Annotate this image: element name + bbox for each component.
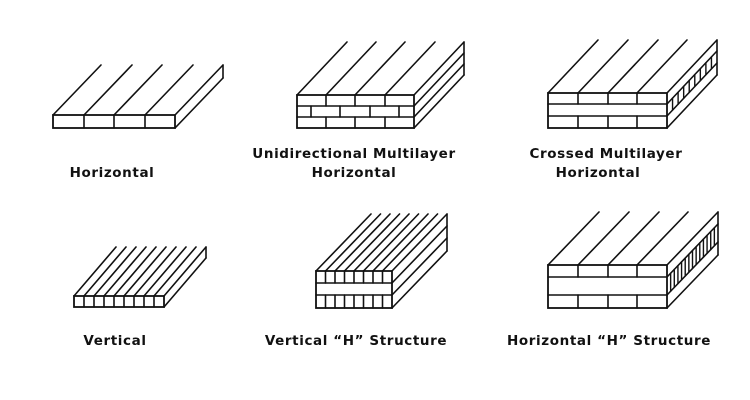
board-front-face xyxy=(73,295,165,308)
unidirectional-multilayer-board-drawing xyxy=(296,41,465,129)
top-grain-line xyxy=(547,211,600,266)
top-grain-line xyxy=(666,211,719,266)
side-edge xyxy=(666,74,718,129)
horizontal-h-structure-board-drawing xyxy=(547,211,719,309)
side-layer-line xyxy=(666,50,718,105)
caption-vertical: Vertical xyxy=(83,333,146,349)
top-grain-line xyxy=(103,246,147,297)
top-grain-line xyxy=(547,39,599,94)
side-edge xyxy=(666,254,719,309)
top-grain-line xyxy=(143,246,187,297)
top-grain-line xyxy=(343,213,401,272)
side-layer-line xyxy=(413,52,465,107)
top-grain-line xyxy=(353,213,410,272)
top-grain-line xyxy=(52,64,102,116)
top-grain-line xyxy=(123,246,167,297)
top-grain-line xyxy=(334,213,391,272)
side-layer-line xyxy=(391,237,448,296)
top-grain-line xyxy=(296,41,348,96)
top-grain-line xyxy=(113,246,157,297)
top-grain-line xyxy=(607,211,660,266)
top-grain-line xyxy=(83,246,127,297)
top-grain-line xyxy=(413,41,465,96)
top-grain-line xyxy=(577,211,630,266)
side-layer-line xyxy=(391,225,448,284)
vertical-h-structure-board-drawing xyxy=(315,213,448,309)
top-grain-line xyxy=(391,213,448,272)
top-grain-line xyxy=(174,64,224,116)
caption-horizontal-h-structure: Horizontal “H” Structure xyxy=(507,333,711,349)
top-grain-line xyxy=(372,213,429,272)
caption-horizontal: Horizontal xyxy=(70,165,155,181)
side-edge xyxy=(391,250,448,309)
top-grain-line xyxy=(362,213,420,272)
top-grain-line xyxy=(354,41,406,96)
top-grain-line xyxy=(163,246,207,297)
top-grain-line xyxy=(636,39,688,94)
caption-vertical-h-structure: Vertical “H” Structure xyxy=(265,333,447,349)
top-grain-line xyxy=(325,41,377,96)
top-grain-line xyxy=(381,213,439,272)
top-grain-line xyxy=(133,246,177,297)
side-edge xyxy=(163,257,207,308)
caption-unidirectional-multilayer-line2: Horizontal xyxy=(312,165,397,181)
top-grain-line xyxy=(577,39,629,94)
top-grain-line xyxy=(73,246,117,297)
crossed-multilayer-board-drawing xyxy=(547,39,718,129)
top-grain-line xyxy=(113,64,163,116)
top-grain-line xyxy=(315,213,372,272)
top-grain-line xyxy=(666,39,718,94)
top-grain-line xyxy=(144,64,194,116)
top-grain-line xyxy=(607,39,659,94)
side-layer-line xyxy=(413,63,465,118)
top-grain-line xyxy=(153,246,197,297)
top-grain-line xyxy=(83,64,133,116)
top-grain-line xyxy=(93,246,137,297)
side-edge xyxy=(174,77,224,129)
side-layer-line xyxy=(666,62,718,117)
horizontal-board-drawing xyxy=(52,64,224,129)
top-grain-line xyxy=(324,213,382,272)
top-grain-line xyxy=(384,41,436,96)
vertical-board-drawing xyxy=(73,246,207,308)
top-grain-line xyxy=(636,211,689,266)
caption-crossed-multilayer-line2: Horizontal xyxy=(556,165,641,181)
side-edge xyxy=(413,74,465,129)
caption-unidirectional-multilayer-line1: Unidirectional Multilayer xyxy=(252,146,455,162)
caption-crossed-multilayer-line1: Crossed Multilayer xyxy=(530,146,683,162)
